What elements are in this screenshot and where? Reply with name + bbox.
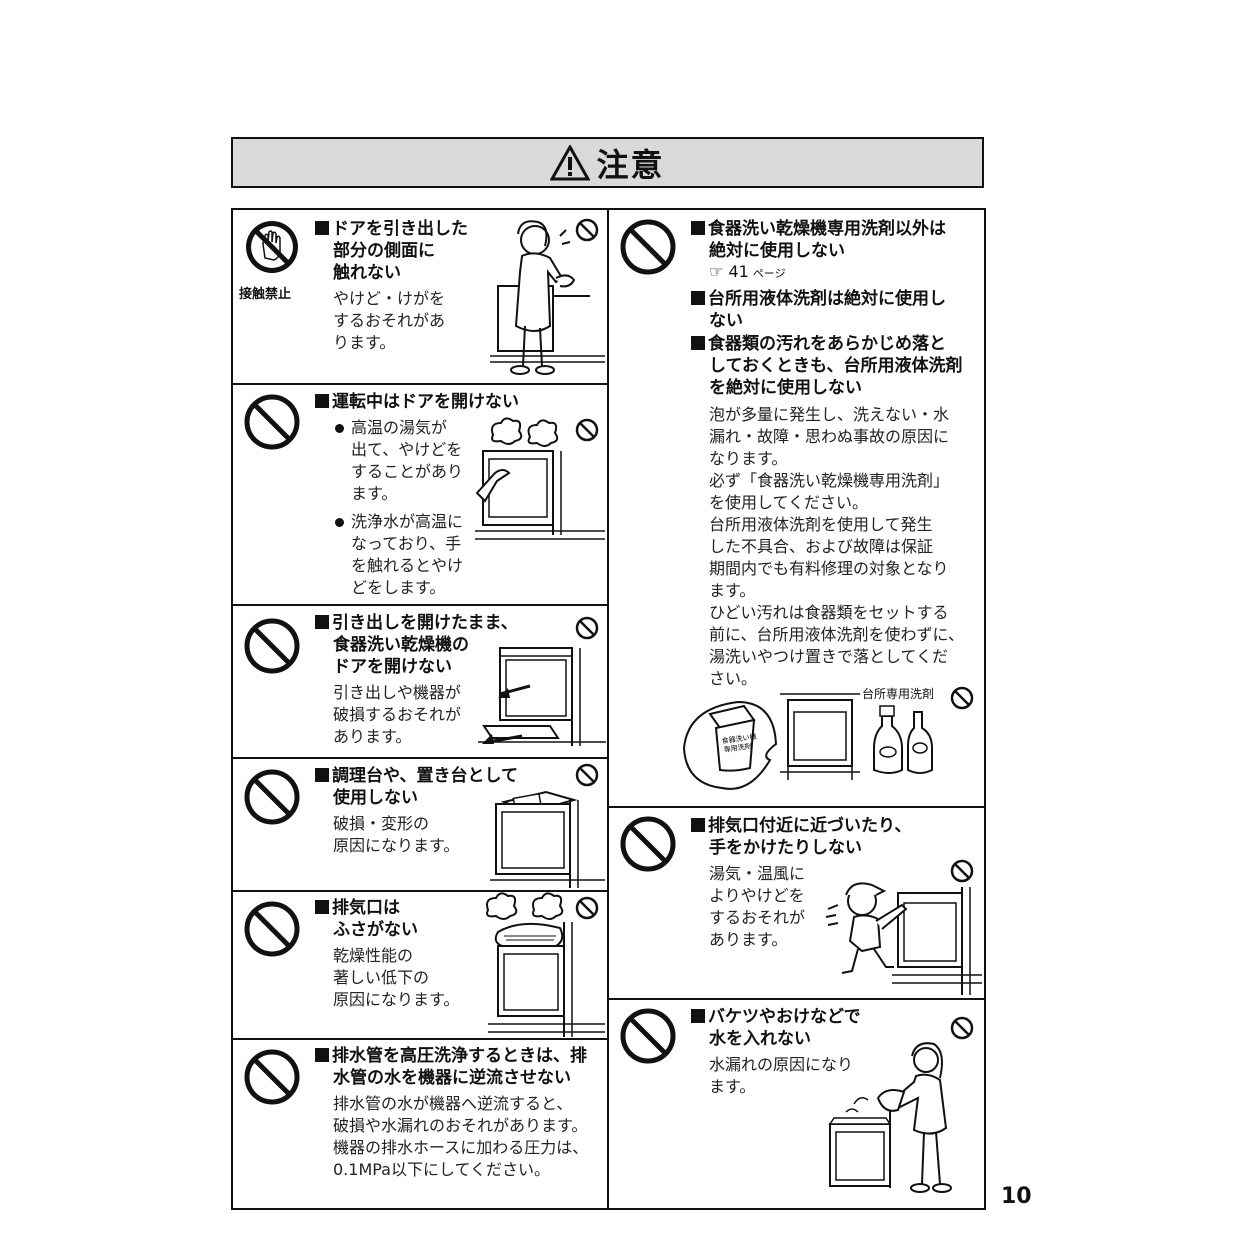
prohibition-small-icon xyxy=(950,686,974,710)
warning-triangle-icon xyxy=(550,144,591,180)
header-title: 注意 xyxy=(596,145,665,184)
section-heading: バケツやおけなどで 水を入れない xyxy=(691,1006,861,1050)
section-heading: 台所用液体洗剤は絶対に使用し ない xyxy=(691,288,946,332)
drawer-open-illustration xyxy=(478,647,606,746)
list-item: 洗浄水が高温になっており、手を触れるとやけどをします。 xyxy=(333,511,483,599)
divider xyxy=(608,998,986,1000)
section-text: 湯気・温風によりやけどをするおそれがあります。 xyxy=(709,864,806,949)
prohibition-small-icon xyxy=(575,616,599,640)
prohibition-icon xyxy=(244,1049,300,1105)
section-text: 破損・変形の原因になります。 xyxy=(333,814,460,855)
prohibition-small-icon xyxy=(575,218,599,242)
column-divider xyxy=(607,208,609,1210)
detergent-label: 台所専用洗剤 xyxy=(862,687,935,701)
section-heading: 食器洗い乾燥機専用洗剤以外は 絶対に使用しない xyxy=(691,218,946,262)
section-text: やけど・けがをするおそれがあります。 xyxy=(333,289,446,352)
section-heading: 運転中はドアを開けない xyxy=(315,391,519,413)
prohibition-icon xyxy=(244,769,300,825)
prohibition-small-icon xyxy=(950,859,974,883)
page-number: 10 xyxy=(1001,1184,1032,1209)
prohibition-small-icon xyxy=(575,763,599,787)
divider xyxy=(231,890,608,892)
box-label-line: 専用洗剤 xyxy=(723,741,752,754)
woman-pouring-water-illustration xyxy=(828,1042,952,1193)
covered-vent-illustration xyxy=(486,892,605,1037)
contact-prohibited-label: 接触禁止 xyxy=(239,287,292,302)
prohibition-small-icon xyxy=(575,418,599,442)
prohibition-small-icon xyxy=(950,1016,974,1040)
section-text: 引き出しや機器が破損するおそれがあります。 xyxy=(333,683,462,746)
items-on-dishwasher-illustration xyxy=(490,790,605,888)
list-item: 高温の湯気が出て、やけどをすることがあります。 xyxy=(333,417,483,505)
prohibition-icon xyxy=(620,1008,676,1064)
prohibition-icon xyxy=(244,901,300,957)
detergent-illustration: 食器洗い機 専用洗剤 xyxy=(682,693,933,790)
steam-dishwasher-illustration xyxy=(475,417,605,540)
section-heading: 排気口は ふさがない xyxy=(315,897,418,941)
prohibition-icon xyxy=(244,618,300,674)
woman-touching-door-illustration xyxy=(490,220,605,375)
section-heading: 調理台や、置き台として 使用しない xyxy=(315,765,518,809)
divider xyxy=(608,806,986,808)
section-heading: 排気口付近に近づいたり、 手をかけたりしない xyxy=(691,815,911,859)
caution-header: 注意 xyxy=(231,137,984,188)
section-heading: 食器類の汚れをあらかじめ落と しておくときも、台所用液体洗剤 を絶対に使用しない xyxy=(691,333,962,399)
child-near-vent-illustration xyxy=(825,882,982,995)
prohibition-icon xyxy=(620,816,676,872)
prohibition-small-icon xyxy=(575,896,599,920)
prohibition-icon xyxy=(244,394,300,450)
pointing-hand-icon: ☞ xyxy=(709,262,724,281)
section-text: 排水管の水が機器へ逆流すると、破損や水漏れのおそれがあります。機器の排水ホースに… xyxy=(333,1094,589,1179)
divider xyxy=(231,757,608,759)
prohibition-icon xyxy=(620,219,676,275)
section-text: 乾燥性能の著しい低下の原因になります。 xyxy=(333,946,460,1009)
divider xyxy=(231,1038,608,1040)
divider xyxy=(231,604,608,606)
section-heading: 引き出しを開けたまま、 食器洗い乾燥機の ドアを開けない xyxy=(315,612,518,678)
section-heading: 排水管を高圧洗浄するときは、排 水管の水を機器に逆流させない xyxy=(315,1045,587,1089)
section-heading: ドアを引き出した 部分の側面に 触れない xyxy=(315,218,468,284)
contact-prohibited-icon xyxy=(246,221,298,273)
divider xyxy=(231,383,608,385)
section-text: 泡が多量に発生し、洗えない・水漏れ・故障・思わぬ事故の原因になります。必ず「食器… xyxy=(709,405,965,688)
section-text: 水漏れの原因になります。 xyxy=(709,1055,854,1096)
bullet-list: 高温の湯気が出て、やけどをすることがあります。 洗浄水が高温になっており、手を触… xyxy=(333,417,483,605)
